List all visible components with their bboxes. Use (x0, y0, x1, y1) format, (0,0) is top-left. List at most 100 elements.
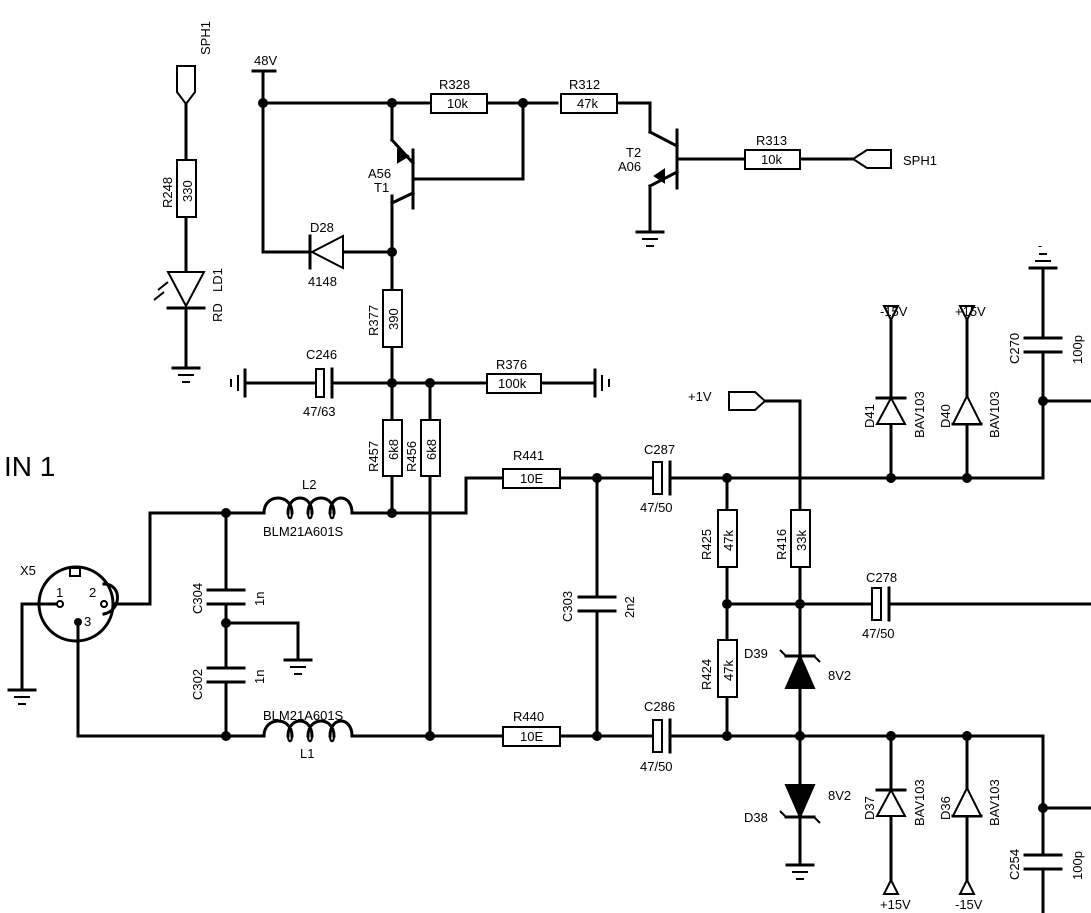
r312-ref: R312 (569, 77, 600, 92)
v48-label: 48V (254, 53, 277, 68)
r377-ref: R377 (366, 305, 381, 336)
ground-icon (283, 658, 313, 675)
r313-ref: R313 (756, 133, 787, 148)
c278-ref: C278 (866, 570, 897, 585)
l2-ref: L2 (302, 477, 316, 492)
resistor-r328: 10k R328 (430, 77, 488, 114)
l2-value: BLM21A601S (263, 524, 344, 539)
c303-value: 2n2 (622, 596, 637, 618)
transistor-t2: T2 A06 (618, 128, 680, 190)
r328-ref: R328 (439, 77, 470, 92)
junction-dots (221, 98, 1048, 813)
sph1-top-flag: SPH1 (176, 21, 213, 106)
resistor-r377: 390 R377 (366, 289, 403, 348)
x5-pin1: 1 (56, 585, 63, 600)
c287-value: 47/50 (640, 500, 673, 515)
m15-bot-supply: -15V (955, 877, 983, 912)
inductor-l1: BLM21A601S L1 (262, 708, 354, 761)
inductor-l2: L2 BLM21A601S (262, 477, 354, 539)
d38-ref: D38 (744, 810, 768, 825)
d37-value: BAV103 (912, 779, 927, 826)
wires (20, 72, 1091, 913)
resistor-r376: 100k R376 (486, 357, 542, 394)
r248-ref: R248 (160, 177, 175, 208)
cap-c303: C303 2n2 (560, 591, 637, 622)
cap-c302: C302 1n (190, 666, 267, 700)
ground-icon (171, 366, 201, 383)
transistor-t1: A56 T1 (368, 137, 416, 210)
r456-value: 6k8 (424, 439, 439, 460)
plus1v-flag: +1V (688, 389, 767, 411)
t1-value: A56 (368, 166, 391, 181)
c286-ref: C286 (644, 699, 675, 714)
r416-value: 33k (794, 530, 809, 551)
c286-value: 47/50 (640, 759, 673, 774)
cap-c246: C246 47/63 (303, 347, 337, 419)
cap-c254: C254 100p (1007, 849, 1085, 880)
resistor-r313: 10k R313 (744, 133, 801, 170)
input-title: IN 1 (4, 451, 55, 482)
r441-value: 10E (520, 471, 543, 486)
ld1-value: RD (210, 303, 225, 322)
p15-bot-label: +15V (880, 897, 911, 912)
ground-icon (230, 368, 247, 398)
cap-c286: C286 47/50 (640, 699, 675, 774)
zener-d38: D38 8V2 (744, 784, 851, 825)
r457-value: 6k8 (386, 439, 401, 460)
ground-icon (1028, 253, 1058, 270)
c246-ref: C246 (306, 347, 337, 362)
ground-minus-label: - (1038, 238, 1042, 253)
resistor-r424: 47k R424 (699, 639, 738, 698)
c278-value: 47/50 (862, 626, 895, 641)
c246-value: 47/63 (303, 404, 336, 419)
r248-value: 330 (180, 180, 195, 202)
d36-ref: D36 (938, 796, 953, 820)
c270-ref: C270 (1007, 333, 1022, 364)
diode-d37: D37 BAV103 (862, 779, 927, 826)
p15-bot-supply: +15V (880, 877, 911, 912)
xlr-connector-x5: X5 1 2 3 (20, 563, 119, 643)
r377-value: 390 (386, 308, 401, 330)
t2-value: A06 (618, 159, 641, 174)
d40-value: BAV103 (987, 391, 1002, 438)
resistor-r441: 10E R441 (502, 448, 561, 489)
r425-value: 47k (721, 530, 736, 551)
cap-c287: C287 47/50 (640, 442, 675, 515)
t1-ref: T1 (374, 180, 389, 195)
d37-ref: D37 (862, 796, 877, 820)
c287-ref: C287 (644, 442, 675, 457)
c304-ref: C304 (190, 583, 205, 614)
x5-ref: X5 (20, 563, 36, 578)
d41-ref: D41 (862, 404, 877, 428)
led-ld1: LD1 RD (153, 268, 225, 322)
resistor-r312: 47k R312 (560, 77, 618, 114)
m15-top-supply: -15V (880, 304, 908, 323)
d41-value: BAV103 (912, 391, 927, 438)
r313-value: 10k (761, 152, 782, 167)
d40-ref: D40 (938, 404, 953, 428)
x5-pin2: 2 (89, 585, 96, 600)
ground-icon (785, 863, 815, 880)
r312-value: 47k (577, 96, 598, 111)
r376-value: 100k (498, 376, 527, 391)
d39-value: 8V2 (828, 668, 851, 683)
r440-value: 10E (520, 729, 543, 744)
diode-d28: D28 4148 (308, 220, 344, 289)
resistor-r416: 33k R416 (774, 509, 811, 568)
c302-ref: C302 (190, 669, 205, 700)
r425-ref: R425 (699, 529, 714, 560)
r441-ref: R441 (513, 448, 544, 463)
c254-ref: C254 (1007, 849, 1022, 880)
d39-ref: D39 (744, 646, 768, 661)
d38-value: 8V2 (828, 788, 851, 803)
r424-ref: R424 (699, 659, 714, 690)
t2-ref: T2 (626, 145, 641, 160)
resistor-r456: 6k8 R456 (404, 419, 441, 477)
sph1-right-label: SPH1 (903, 153, 937, 168)
ground-icon (635, 230, 665, 247)
ld1-ref: LD1 (210, 268, 225, 292)
r376-ref: R376 (496, 357, 527, 372)
c303-ref: C303 (560, 591, 575, 622)
ground-icon (7, 688, 37, 705)
